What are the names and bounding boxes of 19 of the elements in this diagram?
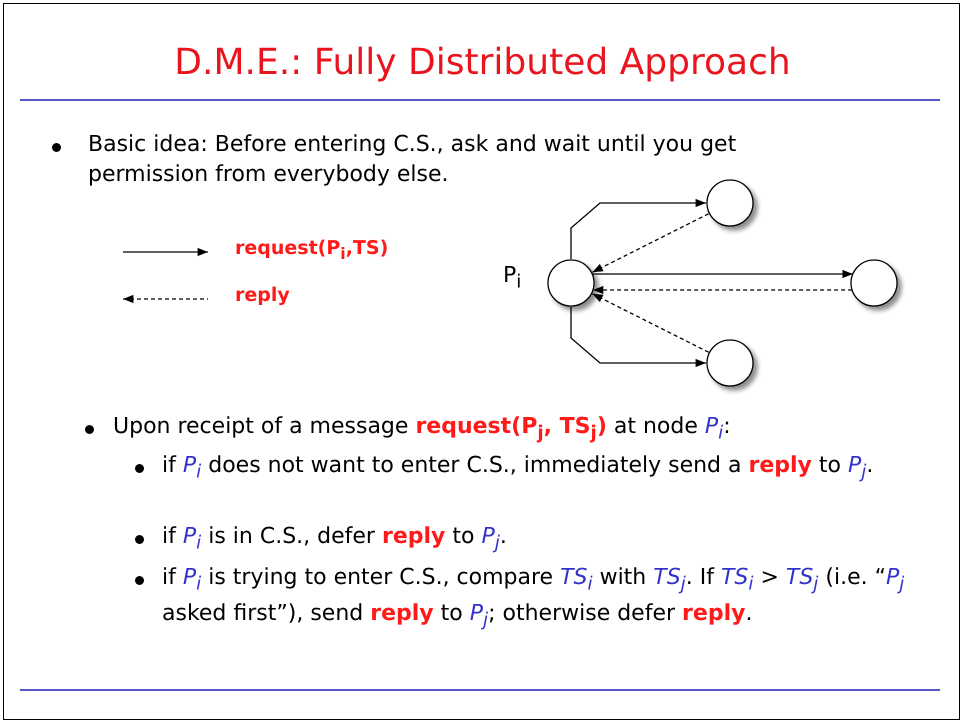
bullet-text: if P$_{i}$ is trying to enter C.S., compare TS$_{i}$ with TS$_{j}$. If TS$_{i}$ > TS$_{j}$ (i.e. “P$_{j}$ asked first”), send reply to P$_{j}$; otherwise defer reply. [162, 564, 906, 633]
dashed-arrow [592, 213, 709, 273]
arrow [570, 198, 706, 259]
slide-title: D.M.E.: Fully Distributed Approach [173, 42, 792, 83]
process-circle [547, 259, 595, 307]
bullet-text: if P$_{i}$ is in C.S., defer reply to P$_{j}$. [162, 523, 508, 556]
process-circle [706, 179, 754, 227]
arrow [592, 270, 853, 278]
dashed-arrow [592, 293, 709, 353]
legend-label: reply [235, 284, 290, 306]
bullet-text: Upon receipt of a message request(P$_{j}$, TS$_{j}$) at node P$_{i}$: [113, 413, 732, 446]
bullet-text: if P$_{i}$ does not want to enter C.S., immediately send a reply to P$_{j}$. [162, 452, 874, 484]
arrow [570, 307, 706, 368]
bullet-text: Basic idea: Before entering C.S., ask and wait until you get permission from everybody else. [88, 131, 738, 189]
process-circle [706, 339, 754, 387]
process-circle [850, 259, 898, 307]
node-label: P$_{i}$ [503, 263, 522, 292]
dashed-arrow [592, 286, 852, 294]
legend-label: request(P$_{i}$,TS) [235, 237, 388, 263]
